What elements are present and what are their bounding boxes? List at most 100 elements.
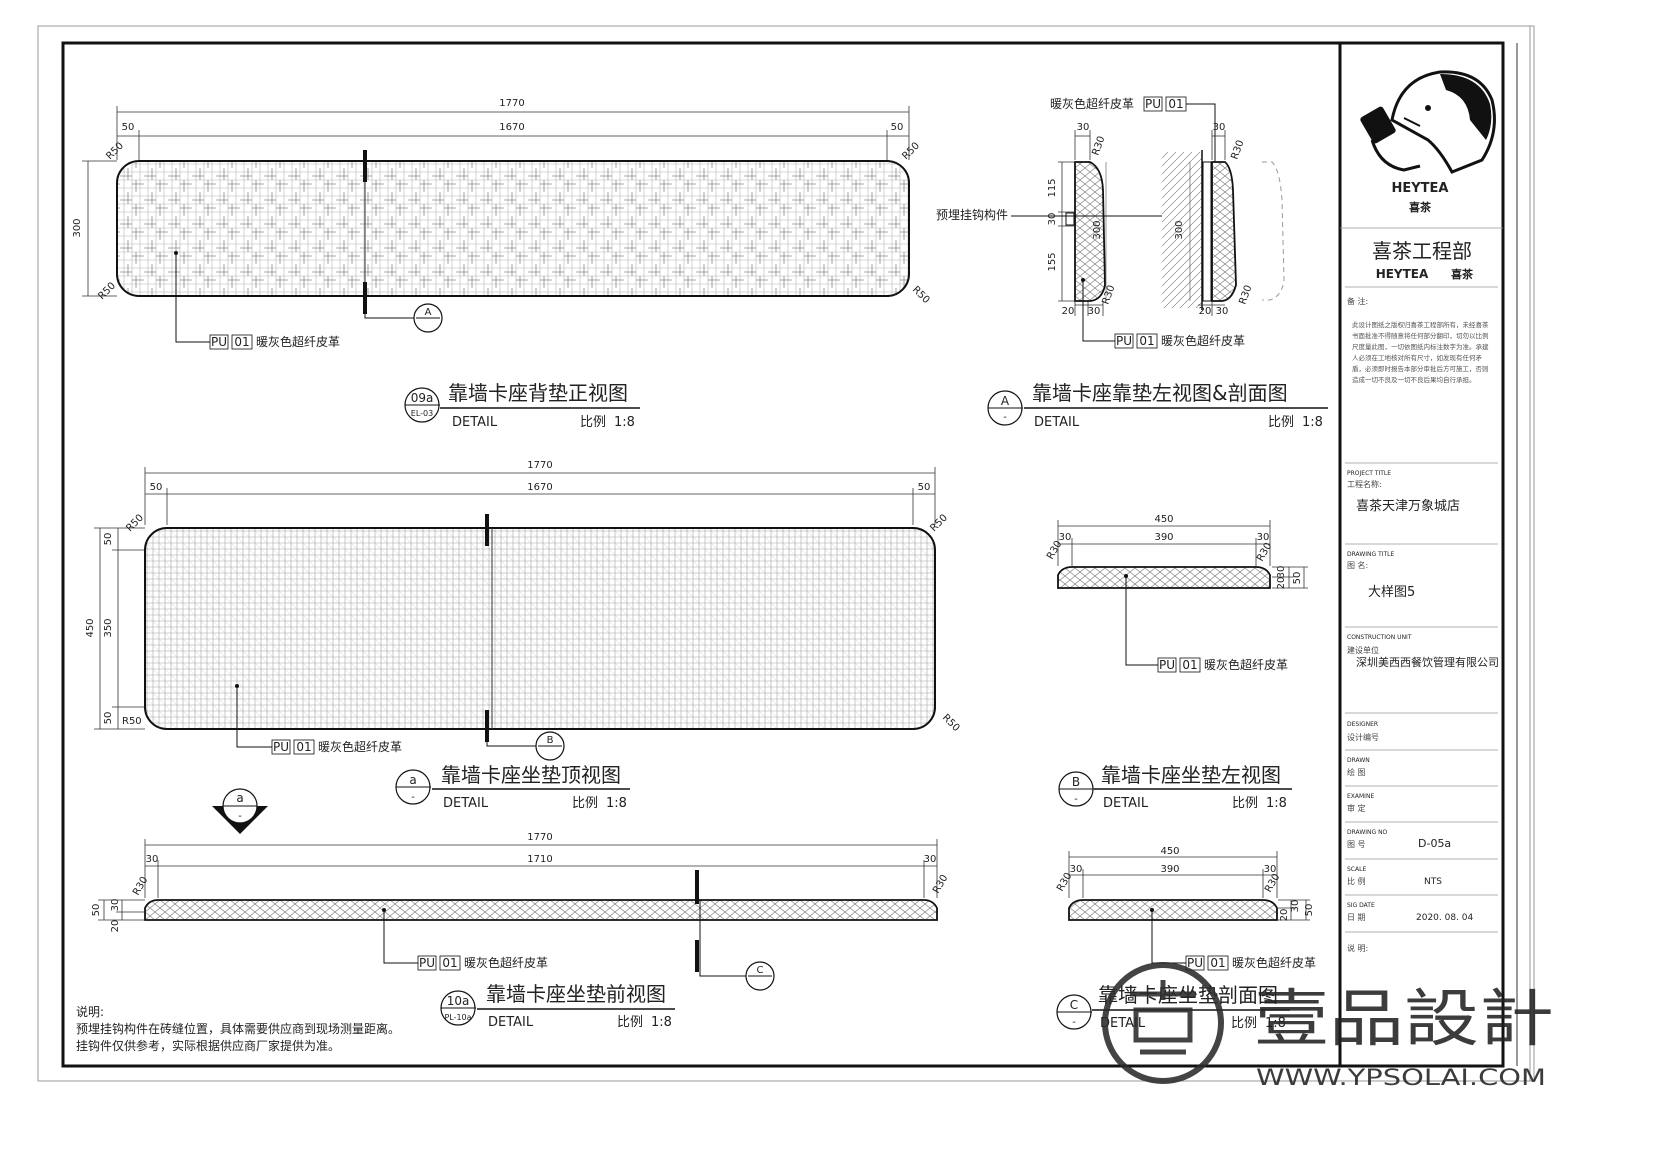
material-code-box (271, 739, 291, 755)
drawing-title-cn: 图 名: (1347, 560, 1368, 570)
radius-label: R50 (104, 140, 126, 162)
dept-brand-wordmark: HEYTEA (1376, 267, 1429, 281)
watermark-brand: 壹品設計 (1254, 982, 1554, 1055)
general-notes: 说明: 预埋挂钩构件在砖缝位置，具体需要供应商到现场测量距离。 挂钩件仅供参考，… (76, 1004, 400, 1053)
material-code-box (1185, 955, 1205, 971)
view-tag-bottom: PL-10a (444, 1013, 471, 1022)
scale-value: 1:8 (1266, 796, 1287, 811)
scale-label: 比例 (617, 1015, 643, 1030)
material-code-box (1157, 657, 1177, 673)
dept-name: 喜茶工程部 (1372, 239, 1472, 263)
view-back-cushion-front: 1770 1670 50 50 300 R50 R50 R50 R50 A PU… (72, 98, 932, 430)
dim-left: 50 (150, 482, 163, 493)
dim-inner: 1710 (527, 854, 552, 865)
material-code-box (1143, 96, 1163, 112)
material-no-box (231, 334, 253, 350)
side-cushion-outline (1074, 161, 1106, 302)
elevation-marker-bottom: - (238, 811, 242, 822)
dim-right: 50 (891, 122, 904, 133)
material-code: PU (1187, 956, 1203, 970)
project-en: PROJECT TITLE (1347, 470, 1391, 477)
material-code-box (209, 334, 229, 350)
dim-right: 30 (1264, 864, 1277, 875)
material-name: 暖灰色超纤皮革 (318, 739, 402, 754)
dim-bottom-20: 20 (1199, 306, 1212, 317)
dim-left: 30 (1059, 532, 1072, 543)
material-leader (383, 910, 418, 964)
dim-overall: 450 (1160, 846, 1179, 857)
drawing-no-en: DRAWING NO (1347, 829, 1388, 836)
remarks-text-box: 此设计图纸之版权归喜茶工程部所有，未经喜茶书面批准不得随意将任何部分翻印，切勿以… (1352, 321, 1489, 384)
scale-label: 比例 (580, 415, 606, 430)
radius-label: R50 (910, 284, 932, 306)
section-leader (486, 742, 537, 747)
dim-top: 30 (1077, 122, 1090, 133)
heytea-mascot-logo (1360, 70, 1496, 174)
material-code: PU (1145, 97, 1161, 111)
view-title: 靠墙卡座坐垫左视图 (1101, 763, 1281, 787)
brand-wordmark: HEYTEA (1392, 181, 1449, 196)
scale-cn: 比 例 (1347, 876, 1366, 886)
material-name: 暖灰色超纤皮革 (1050, 96, 1134, 111)
dim-overall: 450 (1154, 514, 1173, 525)
material-name: 暖灰色超纤皮革 (1161, 333, 1245, 348)
back-cushion-outline (116, 160, 910, 297)
drawing-title-en: DRAWING TITLE (1347, 551, 1395, 558)
view-title: 靠墙卡座靠垫左视图&剖面图 (1032, 381, 1288, 405)
drawn-en: DRAWN (1347, 757, 1370, 764)
material-code: PU (211, 335, 227, 349)
dim-inner: 390 (1154, 532, 1173, 543)
examine-en: EXAMINE (1347, 793, 1374, 800)
scale-label: 比例 (1231, 1016, 1257, 1031)
designer-cn: 设计编号 (1347, 732, 1379, 742)
view-tag-top: B (1072, 775, 1080, 789)
seat-side-outline (1057, 566, 1271, 589)
dim-right: 50 (918, 482, 931, 493)
view-tag-bottom: EL-03 (411, 409, 433, 418)
view-tag-top: C (1070, 998, 1078, 1012)
dim-h2: 30 (1290, 900, 1301, 913)
dim-overall: 1770 (527, 832, 552, 843)
radius-label: R30 (1237, 284, 1254, 306)
detail-word: DETAIL (452, 415, 498, 430)
dim-right: 30 (1257, 532, 1270, 543)
section-leader (699, 900, 746, 977)
material-no-box (1136, 333, 1158, 349)
detail-word: DETAIL (1103, 796, 1149, 811)
radius-label: R30 (931, 873, 950, 896)
material-no: 01 (442, 956, 457, 970)
watermark-seal-glyph (1130, 980, 1196, 1055)
dim-bottom-30: 30 (1088, 306, 1101, 317)
material-code-box (1114, 333, 1134, 349)
view-tag-bottom: - (1003, 412, 1007, 423)
examine-cn: 审 定 (1347, 803, 1366, 813)
dim-inner: 1670 (527, 482, 552, 493)
material-no: 01 (1168, 97, 1183, 111)
radius-label: R30 (1229, 139, 1246, 161)
material-name: 暖灰色超纤皮革 (256, 334, 340, 349)
drawing-title-value: 大样图5 (1368, 585, 1415, 600)
material-no: 01 (1182, 658, 1197, 672)
dim-bottom-30: 30 (1216, 306, 1229, 317)
scale-en: SCALE (1347, 866, 1366, 873)
section-leader (364, 314, 415, 319)
material-leader (1125, 576, 1158, 666)
scale-label: 比例 (572, 796, 598, 811)
dim-300: 300 (1092, 220, 1103, 239)
material-no-box (439, 955, 461, 971)
dim-155: 155 (1047, 252, 1058, 271)
material-leader (175, 253, 210, 343)
radius-label: R30 (131, 875, 150, 898)
dim-top: 30 (1213, 122, 1226, 133)
radius-label: R50 (96, 280, 118, 302)
remarks-label: 备 注: (1347, 296, 1368, 306)
drawing-no-cn: 图 号 (1347, 840, 1366, 849)
dim-h-top: 50 (103, 533, 114, 546)
dim-h-total: 450 (85, 618, 96, 637)
date-en: SIG DATE (1347, 902, 1375, 909)
dim-inner: 1670 (499, 122, 524, 133)
material-code: PU (273, 740, 289, 754)
dim-height: 300 (72, 218, 83, 237)
dim-h-inner: 350 (103, 618, 114, 637)
material-no: 01 (1210, 956, 1225, 970)
